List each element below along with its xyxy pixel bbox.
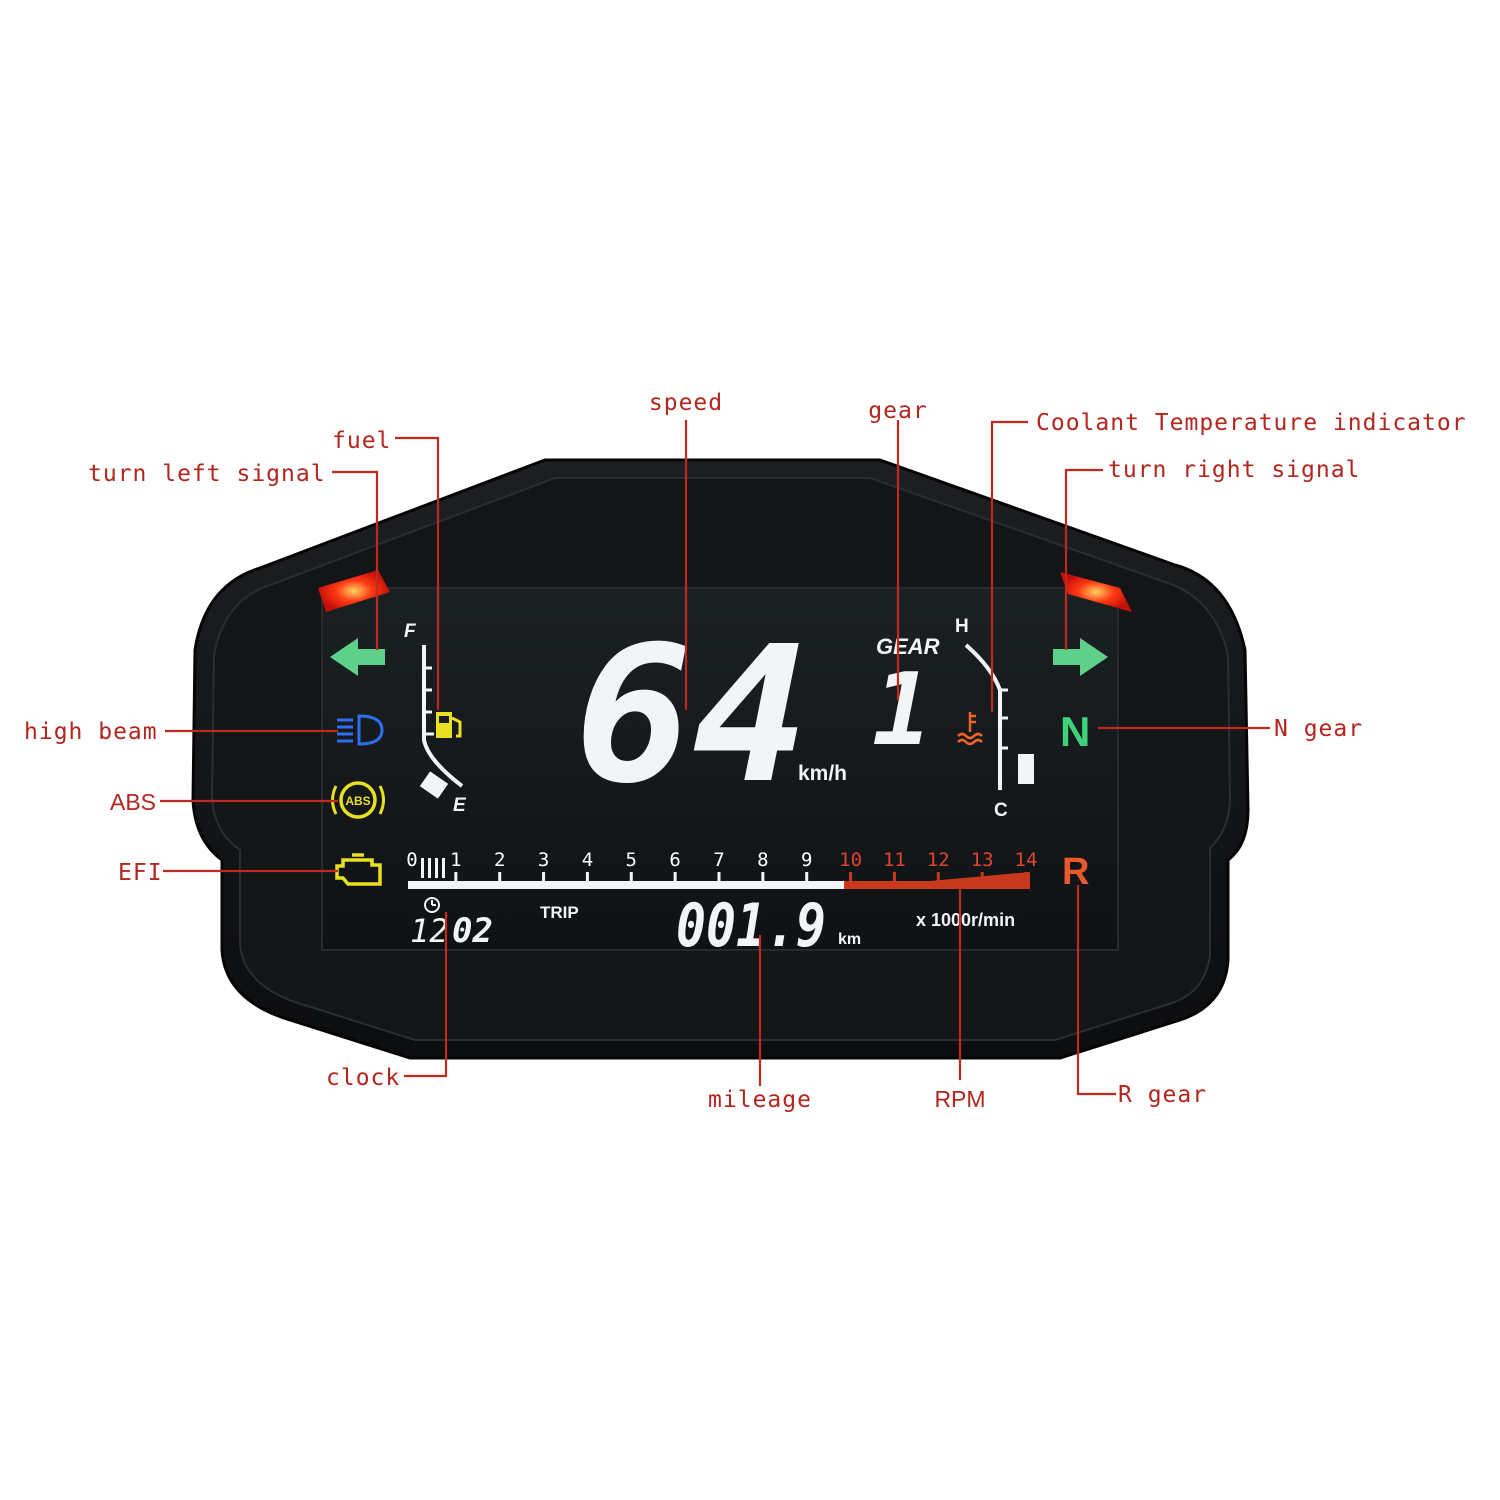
clock-hours: 12 bbox=[410, 912, 449, 950]
label-rpm: RPM bbox=[934, 1086, 985, 1112]
temp-hot-label: H bbox=[955, 616, 969, 637]
callout-leaders bbox=[160, 420, 1270, 1096]
fuel-full-label: F bbox=[404, 621, 417, 642]
arrow-left-icon bbox=[330, 638, 385, 676]
trip-value: 001.9 bbox=[676, 891, 826, 961]
clock-icon bbox=[424, 897, 440, 913]
rpm-tick-mark bbox=[849, 872, 853, 882]
fuel-pump-icon bbox=[436, 712, 462, 738]
rpm-tick-mark bbox=[1024, 872, 1028, 882]
trip-unit: km bbox=[838, 931, 861, 948]
gear-caption: GEAR bbox=[876, 634, 940, 659]
rpm-tick-label: 3 bbox=[538, 849, 549, 871]
rpm-tick-label: 5 bbox=[626, 849, 637, 871]
label-turn-right-signal: turn right signal bbox=[1108, 457, 1360, 483]
rpm-tick-label: 12 bbox=[927, 849, 950, 871]
rpm-tick-mark bbox=[980, 872, 984, 882]
trip-caption: TRIP bbox=[540, 903, 579, 922]
rpm-baseline-white bbox=[408, 881, 844, 889]
label-clock: clock bbox=[326, 1065, 400, 1091]
rpm-tick-mark bbox=[805, 872, 809, 882]
label-fuel: fuel bbox=[332, 428, 391, 454]
rpm-tick-marks bbox=[454, 872, 1028, 882]
temp-gauge-ticks bbox=[1000, 688, 1008, 750]
gear-value: 1 bbox=[872, 651, 932, 768]
neutral-indicator: N bbox=[1060, 708, 1090, 755]
fuel-level-block bbox=[419, 771, 449, 799]
reverse-indicator: R bbox=[1062, 851, 1089, 893]
rpm-redline-wedge bbox=[930, 872, 1030, 889]
rpm-tick-label: 13 bbox=[971, 849, 994, 871]
temp-cold-label: C bbox=[994, 800, 1008, 821]
rpm-tick-mark bbox=[761, 872, 765, 882]
label-r-gear: R gear bbox=[1118, 1082, 1207, 1108]
headlight-icon bbox=[337, 714, 384, 746]
label-abs: ABS bbox=[110, 789, 156, 815]
lcd-screen bbox=[321, 587, 1119, 951]
rpm-tick-label: 1 bbox=[450, 849, 461, 871]
rpm-level-bars bbox=[421, 858, 445, 878]
rpm-tick-mark bbox=[673, 872, 677, 882]
label-mileage: mileage bbox=[708, 1087, 812, 1113]
rpm-tick-label: 4 bbox=[582, 849, 593, 871]
rpm-unit: x 1000r/min bbox=[916, 910, 1015, 930]
fuel-gauge-track bbox=[422, 645, 464, 788]
rpm-tick-mark bbox=[629, 872, 633, 882]
rpm-tick-mark bbox=[717, 872, 721, 882]
rpm-tick-label: 11 bbox=[883, 849, 906, 871]
rpm-tick-mark bbox=[498, 872, 502, 882]
rpm-tick-label: 8 bbox=[757, 849, 768, 871]
abs-icon-text: ABS bbox=[345, 794, 370, 808]
rpm-tick-label: 14 bbox=[1015, 849, 1038, 871]
arrow-right-icon bbox=[1053, 638, 1108, 676]
rpm-tick-label: 0 bbox=[406, 849, 417, 871]
engine-icon bbox=[335, 853, 382, 886]
rpm-tick-label: 10 bbox=[839, 849, 862, 871]
label-gear: gear bbox=[868, 398, 927, 424]
right-signal-led bbox=[1060, 572, 1132, 612]
rpm-tick-mark bbox=[936, 872, 940, 882]
rpm-tick-mark bbox=[542, 872, 546, 882]
fuel-gauge-ticks bbox=[424, 666, 434, 736]
rpm-tick-label: 9 bbox=[801, 849, 812, 871]
left-signal-led bbox=[318, 570, 390, 612]
rpm-tick-label: 7 bbox=[713, 849, 724, 871]
speed-value: 64 bbox=[575, 606, 810, 825]
rpm-tick-mark bbox=[892, 872, 896, 882]
label-n-gear: N gear bbox=[1274, 716, 1363, 742]
abs-icon: ABS bbox=[331, 781, 385, 819]
rpm-tick-mark bbox=[585, 872, 589, 882]
rpm-tick-mark bbox=[454, 872, 458, 882]
label-high-beam: high beam bbox=[24, 719, 158, 745]
speed-unit: km/h bbox=[798, 762, 847, 785]
rpm-tick-label: 2 bbox=[494, 849, 505, 871]
temp-gauge-track bbox=[964, 643, 1002, 790]
temp-level-block bbox=[1018, 754, 1034, 784]
label-coolant-temperature: Coolant Temperature indicator bbox=[1036, 410, 1467, 436]
thermometer-icon bbox=[957, 712, 983, 746]
rpm-tick-label: 6 bbox=[669, 849, 680, 871]
label-efi: EFI bbox=[118, 860, 163, 886]
clock-minutes: 02 bbox=[452, 911, 493, 951]
label-turn-left-signal: turn left signal bbox=[88, 461, 326, 487]
label-speed: speed bbox=[649, 390, 723, 416]
fuel-empty-label: E bbox=[453, 795, 467, 816]
